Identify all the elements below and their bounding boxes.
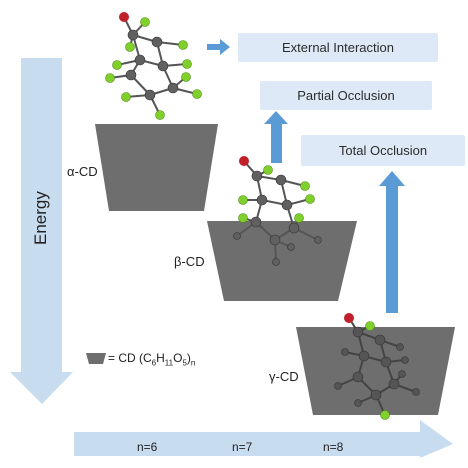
n-label-8: n=8	[323, 440, 344, 454]
energy-arrow	[10, 58, 73, 404]
legend-formula: = CD (C6H11O5)n	[108, 351, 195, 367]
n-label-7: n=7	[232, 440, 253, 454]
molecule-external	[105, 12, 202, 120]
legend-sub-n: n	[190, 358, 196, 368]
external-interaction-label: External Interaction	[281, 40, 394, 55]
legend-sub-c: 6	[151, 358, 157, 368]
n-label-6: n=6	[137, 440, 158, 454]
gamma-cd-label: γ-CD	[269, 369, 299, 384]
legend-h: H	[156, 351, 165, 365]
energy-axis-label: Energy	[31, 191, 50, 245]
legend-prefix: = CD (C	[108, 351, 152, 365]
molecule-total	[334, 313, 420, 420]
partial-occlusion-box: Partial Occlusion	[260, 81, 432, 110]
n-axis-arrow	[74, 420, 453, 458]
legend-cd-icon	[86, 353, 106, 364]
beta-cd-label: β-CD	[174, 254, 205, 269]
legend-close: )	[186, 351, 191, 365]
arrow-to-total	[379, 171, 405, 313]
beta-cd-cup	[207, 221, 357, 301]
total-occlusion-box: Total Occlusion	[301, 135, 465, 166]
legend-sub-h: 11	[164, 358, 174, 368]
external-interaction-box: External Interaction	[238, 33, 438, 62]
total-occlusion-label: Total Occlusion	[338, 143, 428, 158]
alpha-cd-cup	[95, 124, 218, 211]
arrow-to-partial	[264, 111, 288, 163]
legend-o: O	[173, 351, 183, 365]
molecule-partial	[233, 156, 322, 266]
arrow-to-external	[207, 39, 230, 55]
legend-sub-o: 5	[182, 358, 187, 368]
partial-occlusion-label: Partial Occlusion	[297, 88, 395, 103]
alpha-cd-label: α-CD	[67, 164, 98, 179]
